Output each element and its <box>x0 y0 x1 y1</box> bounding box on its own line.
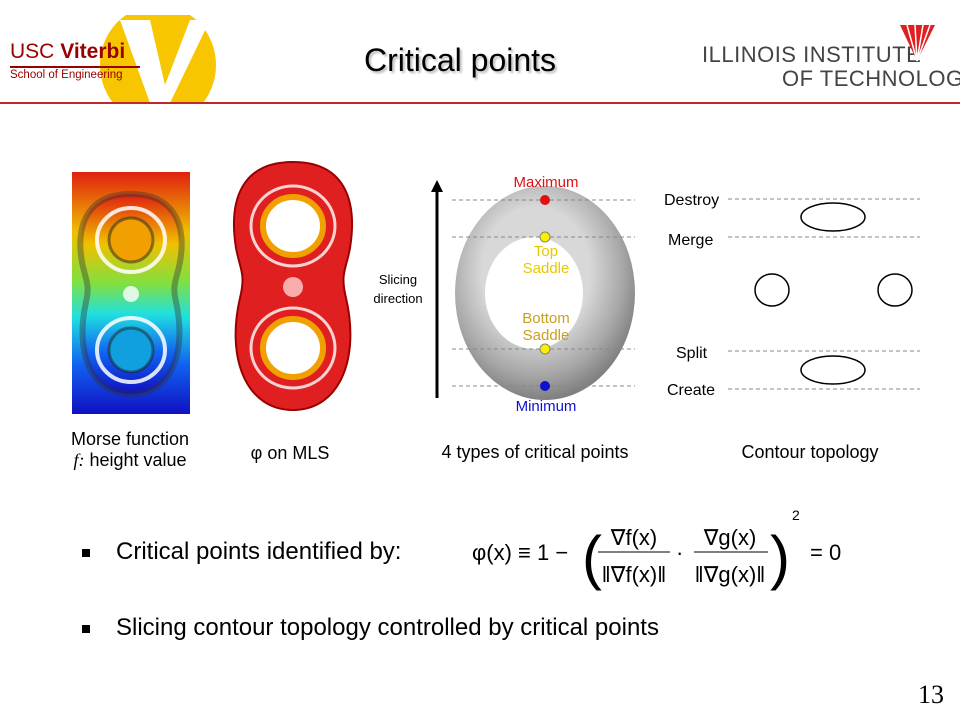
contour-left-circle <box>754 273 790 307</box>
phi-caption: φ on MLS <box>250 443 330 463</box>
page-title: Critical points <box>363 42 557 78</box>
contour-top-ellipse <box>800 202 866 232</box>
bullet-marker <box>82 549 90 557</box>
viterbi-text: Viterbi <box>60 40 126 63</box>
slicing-label: Slicing <box>379 272 417 287</box>
critical-points-diagram: Slicing direction Maximum Top Saddle Bot… <box>373 174 635 415</box>
bullet-critical-points: Critical points identified by: <box>116 538 409 565</box>
destroy-label: Destroy <box>664 192 719 209</box>
formula-den2: ‖∇g(x)‖ <box>695 562 766 587</box>
formula-exponent: 2 <box>792 507 800 523</box>
height-value-text: height value <box>84 450 187 470</box>
f-symbol: f: <box>73 450 85 470</box>
contour-right-circle <box>877 273 913 307</box>
merge-label: Merge <box>668 232 713 249</box>
viterbi-v-graphic <box>100 5 216 125</box>
phi-mls-image <box>232 160 354 412</box>
iit-flag-icon <box>900 24 935 62</box>
header-divider <box>0 102 960 104</box>
morse-caption: Morse function f: height value <box>50 429 210 471</box>
torus-shape <box>455 186 635 400</box>
right-paren: ) <box>770 524 790 591</box>
minimum-label: Minimum <box>516 398 577 415</box>
bullet-marker <box>82 625 90 633</box>
top-saddle-label: Top <box>534 243 558 260</box>
split-label: Split <box>676 345 708 362</box>
morse-caption-line1: Morse function <box>70 429 190 449</box>
critical-point-formula: φ(x) ≡ 1 − ( ∇f(x) ‖∇f(x)‖ · ∇g(x) ‖∇g(x… <box>472 507 841 591</box>
formula-dot: · <box>676 540 683 565</box>
page-number: 13 <box>918 680 944 709</box>
formula-den1: ‖∇f(x)‖ <box>602 562 667 587</box>
morse-caption-line2: f: height value <box>50 450 210 471</box>
critical-points-caption: 4 types of critical points <box>441 442 629 462</box>
morse-function-image <box>72 172 190 414</box>
bottom-saddle-label-2: Saddle <box>523 327 570 344</box>
contour-caption: Contour topology <box>741 442 879 462</box>
contour-topology-diagram: Destroy Merge Split Create <box>664 192 920 399</box>
left-paren: ( <box>582 524 602 591</box>
formula-num2: ∇g(x) <box>703 525 757 550</box>
maximum-label: Maximum <box>513 174 578 191</box>
iit-line1: ILLINOIS INSTITUTE <box>702 42 922 67</box>
direction-label: direction <box>373 291 422 306</box>
bullet-slicing-topology: Slicing contour topology controlled by c… <box>116 614 659 641</box>
bottom-saddle-label: Bottom <box>522 310 570 327</box>
bottom-saddle-point <box>539 343 551 355</box>
iit-logo: ILLINOIS INSTITUTE OF TECHNOLOGY <box>690 20 960 91</box>
minimum-point <box>540 381 550 391</box>
school-text: School of Engineering <box>10 69 123 81</box>
formula-rhs: = 0 <box>810 540 841 565</box>
formula-lhs: φ(x) ≡ 1 − <box>472 540 568 565</box>
usc-text: USC <box>10 40 55 63</box>
maximum-point <box>540 195 550 205</box>
iit-line2: OF TECHNOLOGY <box>782 66 960 91</box>
formula-num1: ∇f(x) <box>610 525 657 550</box>
contour-bottom-ellipse <box>800 355 866 385</box>
top-saddle-label-2: Saddle <box>523 260 570 277</box>
usc-viterbi-logo: USC Viterbi School of Engineering <box>0 5 230 125</box>
top-saddle-point <box>539 231 551 243</box>
create-label: Create <box>667 382 715 399</box>
